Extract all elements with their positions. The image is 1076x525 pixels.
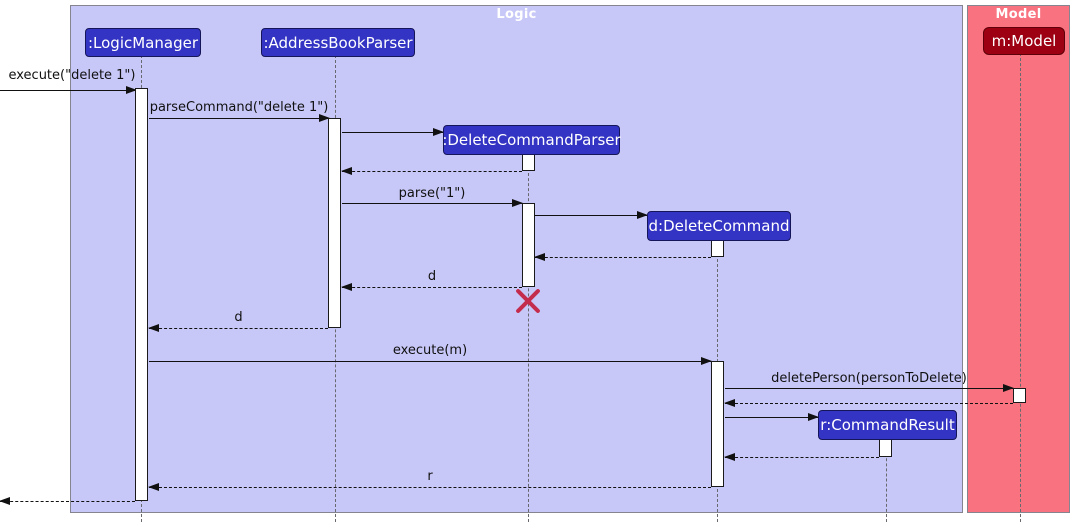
lifeline-model <box>1020 53 1021 522</box>
activation-delete-command-parser <box>522 203 535 287</box>
lifeline-delete-command-parser <box>528 153 529 522</box>
message-label-execute-m: execute(m) <box>392 343 468 358</box>
activation-command-result <box>879 438 892 457</box>
participant-command-result: r:CommandResult <box>818 410 957 440</box>
return-from-model-arrow <box>724 399 1013 407</box>
message-label-return-r: r <box>427 469 433 484</box>
participant-delete-command-parser: :DeleteCommandParser <box>442 125 621 155</box>
logic-frame-title: Logic <box>496 7 537 22</box>
return-from-parser-creation-arrow <box>341 167 522 175</box>
message-label-execute: execute("delete 1") <box>8 68 136 83</box>
create-delete-command-arrow <box>535 211 648 219</box>
activation-logic-manager <box>135 88 148 501</box>
participant-logic-manager: :LogicManager <box>85 28 201 57</box>
message-execute-m-arrow <box>149 357 712 365</box>
participant-model: m:Model <box>983 27 1065 55</box>
create-command-result-arrow <box>725 413 819 421</box>
message-parse-command-arrow <box>149 114 330 122</box>
participant-address-book-parser: :AddressBookParser <box>261 28 415 57</box>
return-from-result-creation-arrow <box>724 453 879 461</box>
message-label-parse-command: parseCommand("delete 1") <box>149 100 329 115</box>
message-label-parse: parse("1") <box>398 186 466 201</box>
lifeline-command-result <box>886 438 887 522</box>
activation-model <box>1013 388 1026 403</box>
logic-frame <box>70 5 963 513</box>
message-label-return-d2: d <box>234 310 243 325</box>
message-label-delete-person: deletePerson(personToDelete) <box>771 371 967 386</box>
found-message-execute-arrow <box>0 86 137 94</box>
model-frame <box>967 5 1070 513</box>
activation-parser-constructor <box>522 153 535 171</box>
model-frame-title: Model <box>995 7 1042 22</box>
return-d-to-manager-arrow <box>148 324 328 332</box>
return-d-to-parser-arrow <box>341 283 522 291</box>
message-delete-person-arrow <box>725 384 1014 392</box>
destroy-cross-icon <box>512 285 544 317</box>
activation-command-constructor <box>711 240 724 257</box>
activation-address-book-parser <box>328 118 341 328</box>
return-r-to-manager-arrow <box>148 483 711 491</box>
participant-delete-command: d:DeleteCommand <box>647 211 791 241</box>
message-label-return-d1: d <box>427 269 437 284</box>
message-parse-arrow <box>342 199 523 207</box>
activation-delete-command <box>711 361 724 487</box>
return-from-command-creation-arrow <box>534 253 711 261</box>
create-delete-command-parser-arrow <box>342 128 444 136</box>
return-to-caller-arrow <box>0 497 135 505</box>
